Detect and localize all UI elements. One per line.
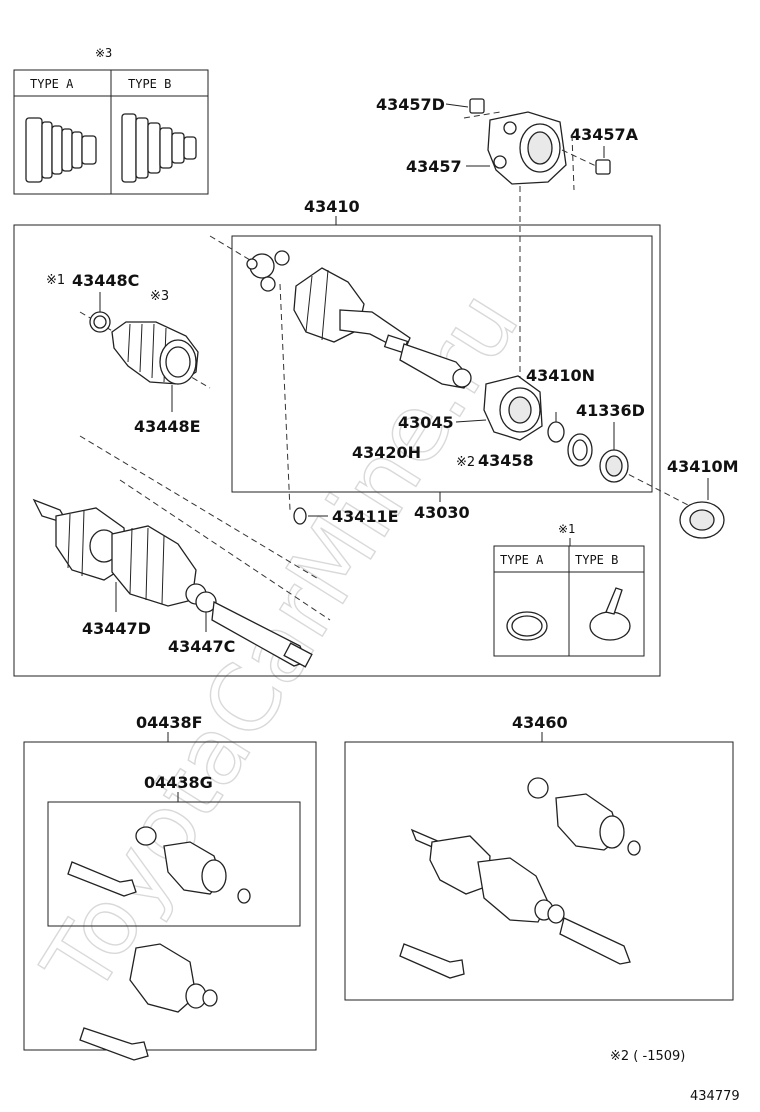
snap-ring-43458 (547, 421, 565, 443)
note-43448C: ※1 (46, 273, 65, 288)
boot-type-note: ※3 (95, 46, 112, 60)
part-43448C: 43448C (72, 271, 139, 290)
boot-icon-43448E (111, 321, 199, 385)
footnote: ※2 ( -1509) (610, 1049, 685, 1064)
part-41336D: 41336D (576, 401, 645, 420)
seal-41336D (599, 449, 629, 483)
part-43448E: 43448E (134, 417, 201, 436)
part-43458: 43458 (478, 451, 534, 470)
frame-04438G (47, 801, 301, 927)
part-43457: 43457 (406, 157, 462, 176)
note-43448-boot: ※3 (150, 289, 169, 304)
boot-type-a-icon (25, 117, 97, 183)
boot-type-a-label: TYPE A (30, 77, 74, 91)
clamp-icon-43448C (89, 311, 111, 333)
clamp-type-legend: ※1 TYPE A TYPE B (493, 522, 645, 657)
kit-04438F-parts (79, 943, 218, 1061)
boot-type-legend: ※3 TYPE A TYPE B (13, 46, 209, 195)
clamp-type-a-label: TYPE A (500, 553, 544, 567)
bolt-icon-43457D (469, 98, 485, 114)
part-43410M: 43410M (667, 457, 739, 476)
outboard-joint-shaft (32, 498, 313, 668)
part-43447D: 43447D (82, 619, 151, 638)
clamp-type-note: ※1 (558, 522, 575, 536)
bracket-43457 (487, 111, 567, 185)
part-43411E: 43411E (332, 507, 399, 526)
part-43045: 43045 (398, 413, 454, 432)
boot-type-b-label: TYPE B (128, 77, 171, 91)
center-bearing-43045 (483, 375, 543, 441)
part-43447C: 43447C (168, 637, 235, 656)
clamp-type-b-label: TYPE B (575, 553, 618, 567)
part-04438F: 04438F (136, 713, 203, 732)
kit-04438G-parts (67, 826, 251, 904)
frame-43460 (344, 741, 734, 1001)
bolt-icon-43457A (595, 159, 611, 175)
frame-43030 (231, 235, 653, 493)
drawing-number: 434779 (690, 1089, 740, 1104)
snap-ring-43411E (293, 507, 307, 525)
part-43460: 43460 (512, 713, 568, 732)
part-43457A: 43457A (570, 125, 639, 144)
note-43458: ※2 (456, 455, 475, 470)
part-04438G: 04438G (144, 773, 213, 792)
clamp-type-b-icon (589, 587, 631, 641)
frame-04438F (23, 741, 317, 1051)
frame-43410 (13, 224, 661, 677)
inboard-joint-shaft (293, 267, 472, 389)
part-43030: 43030 (414, 503, 470, 522)
bearing-41336D (567, 433, 593, 467)
boot-type-b-icon (121, 113, 197, 183)
part-43457D: 43457D (376, 95, 445, 114)
part-43410: 43410 (304, 197, 360, 216)
clamp-type-a-icon (506, 611, 548, 641)
oil-seal-43410M (679, 501, 725, 539)
part-43420H: 43420H (352, 443, 421, 462)
tripod-joint-icon (246, 250, 290, 292)
kit-43460-parts (399, 777, 641, 979)
part-43410N: 43410N (526, 366, 595, 385)
bearing-bracket-group: 43457D 43457 43457A (376, 95, 639, 380)
